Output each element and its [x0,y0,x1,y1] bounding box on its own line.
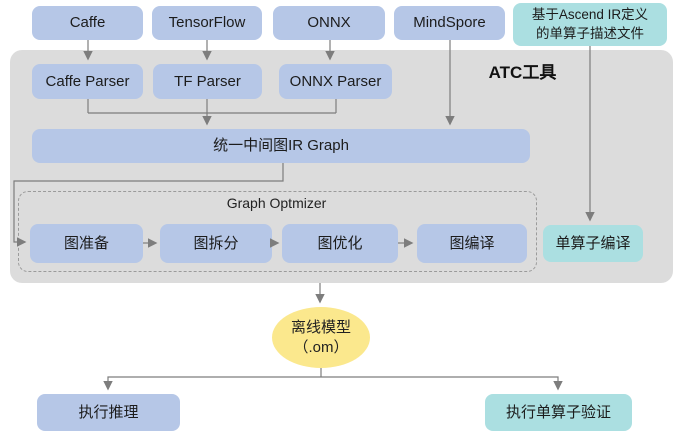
offline-model-node: 离线模型 （.om） [272,307,370,368]
offline-model-line2: （.om） [293,338,349,356]
source-node-caffe: Caffe [32,6,143,40]
parser-node-caffe: Caffe Parser [32,64,143,99]
output-node-op-verify: 执行单算子验证 [485,394,632,431]
parser-node-tf: TF Parser [153,64,262,99]
step-node-graph-compile: 图编译 [417,224,527,263]
output-node-inference: 执行推理 [37,394,180,431]
offline-model-line1: 离线模型 [290,319,351,336]
step-node-graph-optimize: 图优化 [282,224,398,263]
source-node-tensorflow: TensorFlow [152,6,262,40]
step-node-graph-split: 图拆分 [160,224,272,263]
op-desc-file-line1: 基于Ascend IR定义 [531,7,649,23]
source-node-mindspore: MindSpore [394,6,505,40]
op-compile-node: 单算子编译 [543,225,643,262]
atc-tool-title: ATC工具 [488,62,557,82]
ir-graph-node: 统一中间图IR Graph [32,129,530,163]
op-desc-file-line2: 的单算子描述文件 [536,25,644,41]
parser-node-onnx: ONNX Parser [279,64,392,99]
op-desc-file-node: 基于Ascend IR定义 的单算子描述文件 [513,3,667,46]
source-node-onnx: ONNX [273,6,385,40]
step-node-graph-prepare: 图准备 [30,224,143,263]
graph-optimizer-title: Graph Optmizer [226,195,327,211]
